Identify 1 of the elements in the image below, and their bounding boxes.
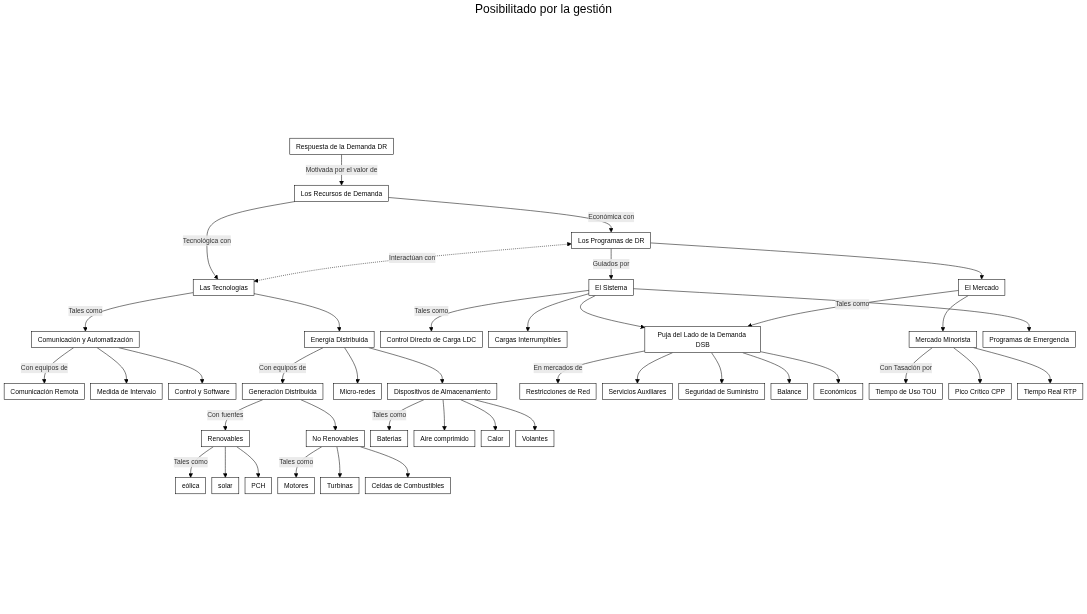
note-text: Posibilitado por la gestión	[475, 2, 612, 16]
